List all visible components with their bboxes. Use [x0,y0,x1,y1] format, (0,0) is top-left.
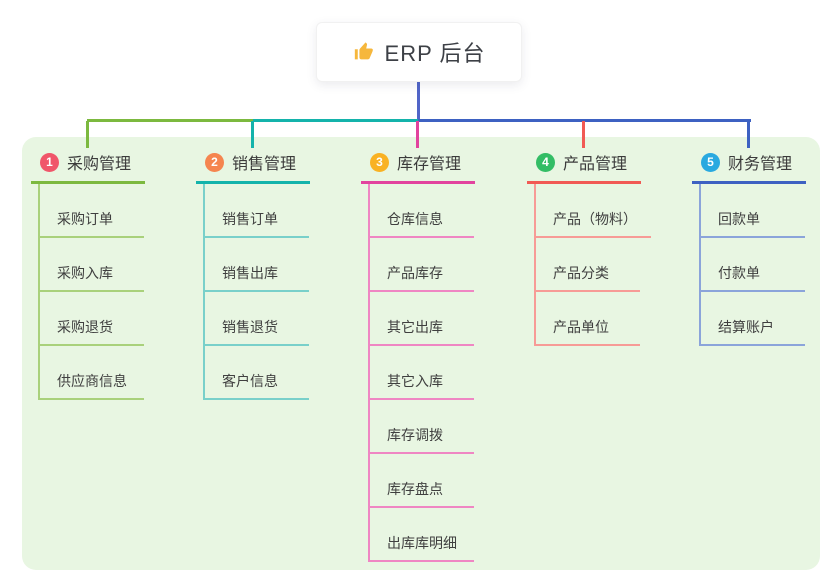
branch-connector-hline [253,119,418,122]
child-node[interactable]: 供应商信息 [40,346,144,400]
child-node[interactable]: 库存调拨 [370,400,474,454]
branch-header-label: 库存管理 [397,156,462,173]
branch-财务管理: 5 财务管理回款单付款单结算账户 [692,148,807,346]
child-node-label: 采购订单 [57,211,113,227]
child-node[interactable]: 销售出库 [205,238,309,292]
child-node-label: 仓库信息 [387,211,443,227]
child-node-label: 供应商信息 [57,373,127,389]
branch-产品管理: 4 产品管理产品（物料） 产品分类产品单位 [527,148,651,346]
child-node-label: 付款单 [718,265,760,281]
branch-connector-hline [418,119,751,122]
branch-connector-drop [251,121,254,148]
branch-header-label: 产品管理 [563,156,628,173]
child-node-label: 其它出库 [387,319,443,335]
child-node[interactable]: 销售退货 [205,292,309,346]
child-node[interactable]: 付款单 [701,238,805,292]
branch-connector-drop [86,121,89,148]
branch-header[interactable]: 2 销售管理 [196,148,311,184]
branch-number-badge: 1 [40,152,59,172]
child-node-label: 库存盘点 [387,481,443,497]
branch-children: 采购订单采购入库采购退货供应商信息 [38,184,144,400]
child-node-label: 产品分类 [553,265,609,281]
child-node[interactable]: 采购退货 [40,292,144,346]
child-node[interactable]: 结算账户 [701,292,805,346]
branch-number-badge: 2 [205,152,224,172]
child-node-label: 出库库明细 [387,535,457,551]
child-node[interactable]: 产品库存 [370,238,474,292]
child-node-label: 回款单 [718,211,760,227]
branch-header[interactable]: 5 财务管理 [692,148,807,184]
child-node[interactable]: 库存盘点 [370,454,474,508]
child-node-label: 销售出库 [222,265,278,281]
child-node-label: 产品单位 [553,319,609,335]
branch-采购管理: 1 采购管理采购订单采购入库采购退货供应商信息 [31,148,146,400]
branch-connector-drop [747,121,750,148]
branch-number-badge: 3 [370,152,389,172]
branch-header-label: 财务管理 [728,156,793,173]
child-node-label: 采购入库 [57,265,113,281]
child-node-label: 结算账户 [718,319,774,335]
branch-header[interactable]: 4 产品管理 [527,148,642,184]
child-node[interactable]: 采购订单 [40,184,144,238]
child-node-label: 销售订单 [222,211,278,227]
child-node[interactable]: 仓库信息 [370,184,474,238]
child-node[interactable]: 产品分类 [536,238,640,292]
child-node-label: 采购退货 [57,319,113,335]
child-node[interactable]: 客户信息 [205,346,309,400]
branch-header[interactable]: 3 库存管理 [361,148,476,184]
root-node-erp[interactable]: ERP 后台 [316,22,522,82]
root-node-label: ERP 后台 [384,41,486,66]
child-node[interactable]: 采购入库 [40,238,144,292]
child-node-label: 其它入库 [387,373,443,389]
child-node[interactable]: 回款单 [701,184,805,238]
branches-background-panel [22,137,820,570]
child-node-label: 产品库存 [387,265,443,281]
child-node[interactable]: 产品单位 [536,292,640,346]
child-node[interactable]: 其它出库 [370,292,474,346]
child-node[interactable]: 销售订单 [205,184,309,238]
branch-header-label: 销售管理 [232,156,297,173]
branch-connector-drop [582,121,585,148]
branch-number-badge: 4 [536,152,555,172]
child-node-label: 销售退货 [222,319,278,335]
child-node[interactable]: 出库库明细 [370,508,474,562]
branch-children: 回款单付款单结算账户 [699,184,805,346]
child-node-label: 库存调拨 [387,427,443,443]
branch-children: 仓库信息产品库存其它出库其它入库库存调拨库存盘点出库库明细 [368,184,474,562]
branch-children: 销售订单销售出库销售退货客户信息 [203,184,309,400]
branch-number-badge: 5 [701,152,720,172]
root-connector-line [417,82,420,121]
thumbs-up-icon [353,41,375,63]
branch-库存管理: 3 库存管理仓库信息产品库存其它出库其它入库库存调拨库存盘点出库库明细 [361,148,476,562]
branch-header-label: 采购管理 [67,156,132,173]
child-node-label: 产品（物料） [553,211,637,227]
branch-connector-hline [87,119,253,122]
child-node-label: 客户信息 [222,373,278,389]
branch-销售管理: 2 销售管理销售订单销售出库销售退货客户信息 [196,148,311,400]
child-node[interactable]: 产品（物料） [536,184,651,238]
branch-children: 产品（物料） 产品分类产品单位 [534,184,651,346]
child-node[interactable]: 其它入库 [370,346,474,400]
branch-header[interactable]: 1 采购管理 [31,148,146,184]
branch-connector-drop [416,121,419,148]
